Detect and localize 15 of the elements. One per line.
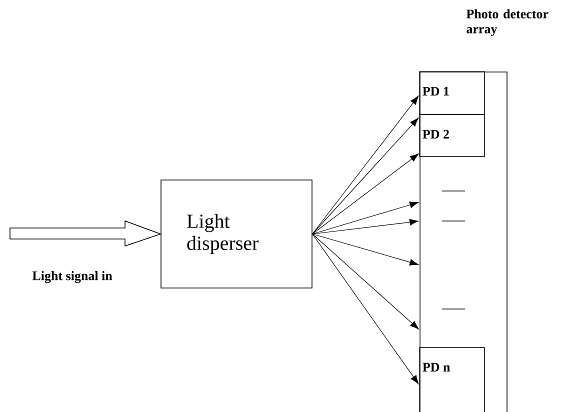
arrow [312, 234, 419, 266]
arrow [312, 96, 419, 234]
node-label: Photo detector array [466, 9, 548, 36]
arrow [312, 234, 419, 330]
arrow [312, 234, 419, 384]
arrow [312, 118, 419, 234]
arrow [312, 154, 419, 234]
disperser-box: Light disperser [160, 180, 312, 288]
photodetector-box: PD n [419, 347, 485, 412]
arrow [312, 202, 419, 234]
arrow [312, 218, 419, 234]
input-label: Light signal in [32, 271, 112, 283]
hollow-arrow [10, 220, 162, 247]
photodetector-box: PD 1 [419, 71, 485, 115]
photodetector-box: PD 2 [419, 114, 485, 157]
